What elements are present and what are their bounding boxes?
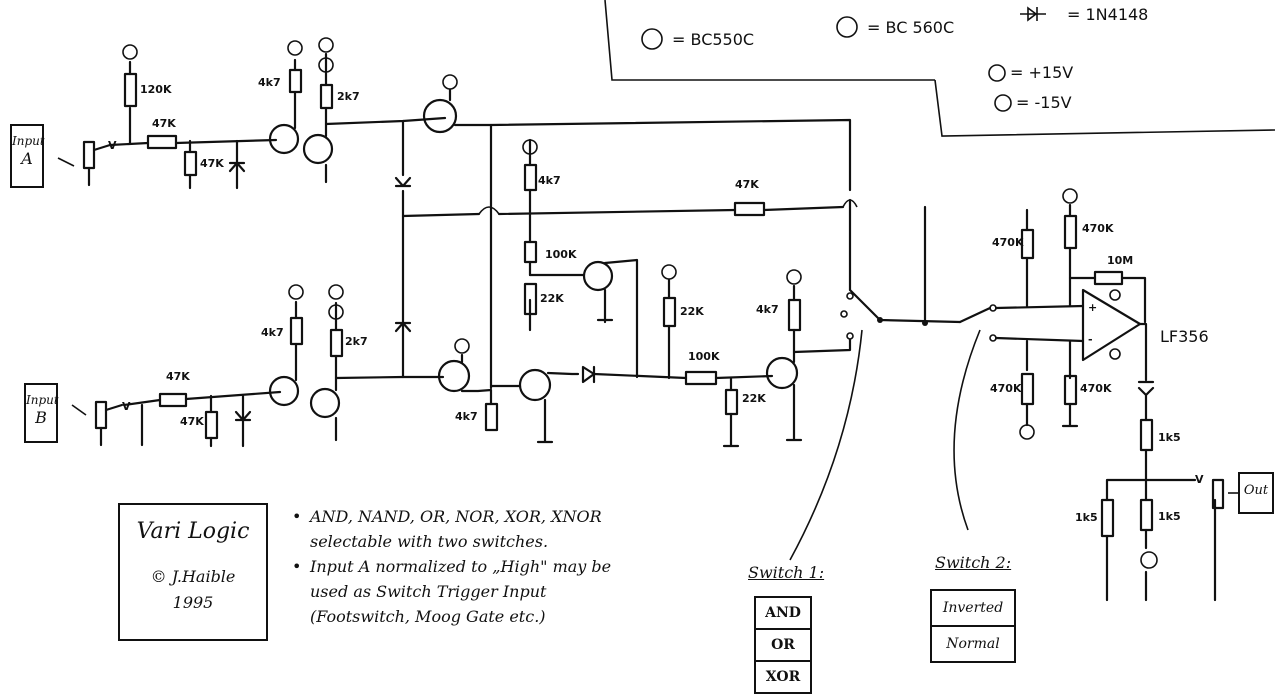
svg-text:4k7: 4k7 [538, 174, 561, 187]
title-copyright: © J.Haible [150, 567, 236, 586]
switch2-contacts [953, 304, 1085, 531]
upper-pnp [422, 74, 852, 192]
input-a-label: Input A [10, 124, 45, 188]
legend-diode: = 1N4148 [1020, 5, 1148, 24]
input-a-line [108, 44, 278, 190]
svg-text:22K: 22K [742, 392, 766, 405]
switch2-option-inverted[interactable]: Inverted [932, 591, 1014, 627]
svg-text:V: V [108, 139, 117, 152]
svg-text:= +15V: = +15V [1010, 63, 1073, 82]
svg-text:10M: 10M [1107, 254, 1133, 267]
input-a-jack [57, 140, 112, 187]
legend-frame [604, 0, 1276, 137]
svg-text:22K: 22K [540, 292, 564, 305]
svg-text:= 1N4148: = 1N4148 [1067, 5, 1148, 24]
input-b-label-line2: B [35, 408, 47, 427]
switch1-options: AND OR XOR [754, 596, 812, 694]
input-b-transistors [268, 284, 445, 442]
input-b-label-line1: Input [26, 393, 59, 407]
output-label: Out [1238, 472, 1274, 514]
title-block: Vari Logic © J.Haible 1995 [118, 503, 268, 641]
svg-text:47K: 47K [735, 178, 759, 191]
svg-text:47K: 47K [166, 370, 190, 383]
title-year: 1995 [172, 593, 214, 612]
middle-npn-stage [522, 138, 639, 379]
switch1-option-xor[interactable]: XOR [765, 669, 801, 685]
switch2-title: Switch 2: [935, 553, 1012, 572]
svg-text:470K: 470K [1082, 222, 1114, 235]
switch1-option-or[interactable]: OR [756, 630, 810, 662]
svg-text:1k5: 1k5 [1075, 511, 1098, 524]
opamp-lf356: + - [1081, 288, 1148, 382]
svg-text:2k7: 2k7 [345, 335, 368, 348]
svg-text:470K: 470K [992, 236, 1024, 249]
svg-text:120K: 120K [140, 83, 172, 96]
note-item-2: Input A normalized to „High" may be used… [292, 554, 622, 629]
svg-text:V: V [1195, 473, 1204, 486]
svg-text:= -15V: = -15V [1016, 93, 1072, 112]
svg-text:47K: 47K [152, 117, 176, 130]
svg-text:47K: 47K [180, 415, 204, 428]
svg-text:100K: 100K [688, 350, 720, 363]
diode-column [394, 119, 858, 390]
switch2-option-normal[interactable]: Normal [946, 636, 1000, 652]
svg-text:1k5: 1k5 [1158, 510, 1181, 523]
input-b-line [122, 390, 282, 448]
legend-plus: = +15V [988, 63, 1073, 82]
svg-text:100K: 100K [545, 248, 577, 261]
svg-text:4k7: 4k7 [455, 410, 478, 423]
svg-text:4k7: 4k7 [261, 326, 284, 339]
svg-text:1k5: 1k5 [1158, 431, 1181, 444]
input-b-jack [71, 400, 124, 447]
component-labels: 120K 47K 47K 4k7 2k7 4k7 47K 100K 22K 47… [108, 76, 1209, 524]
svg-text:470K: 470K [990, 382, 1022, 395]
title-name: Vari Logic [136, 519, 250, 544]
svg-text:LF356: LF356 [1160, 327, 1209, 346]
svg-text:4k7: 4k7 [756, 303, 779, 316]
svg-text:47K: 47K [200, 157, 224, 170]
svg-text:470K: 470K [1080, 382, 1112, 395]
note-item-1: AND, NAND, OR, NOR, XOR, XNOR selectable… [292, 504, 622, 554]
switch1-contacts [789, 198, 962, 561]
switch2-options: Inverted Normal [930, 589, 1016, 663]
svg-text:2k7: 2k7 [337, 90, 360, 103]
input-a-label-line2: A [21, 149, 33, 168]
input-a-label-line1: Input [12, 134, 45, 148]
legend-pnp: = BC 560C [836, 16, 954, 38]
svg-text:22K: 22K [680, 305, 704, 318]
svg-text:+: + [1088, 301, 1097, 314]
right-npn-stage [661, 264, 852, 448]
output-label-text: Out [1243, 483, 1269, 498]
switch1-option-and[interactable]: AND [756, 598, 810, 630]
opamp-bias-network [1019, 188, 1147, 440]
svg-text:= BC550C: = BC550C [672, 30, 754, 49]
legend-minus: = -15V [994, 93, 1072, 112]
notes-list: AND, NAND, OR, NOR, XOR, XNOR selectable… [292, 504, 622, 629]
switch1-title: Switch 1: [748, 563, 825, 582]
lower-npn-stage [437, 338, 688, 444]
svg-text:4k7: 4k7 [258, 76, 281, 89]
svg-text:V: V [122, 400, 131, 413]
svg-text:= BC 560C: = BC 560C [867, 18, 954, 37]
output-network [1100, 380, 1238, 602]
svg-text:-: - [1088, 333, 1093, 346]
input-b-label: Input B [24, 383, 59, 443]
legend-npn: = BC550C [641, 28, 754, 50]
input-a-transistors [268, 37, 447, 184]
